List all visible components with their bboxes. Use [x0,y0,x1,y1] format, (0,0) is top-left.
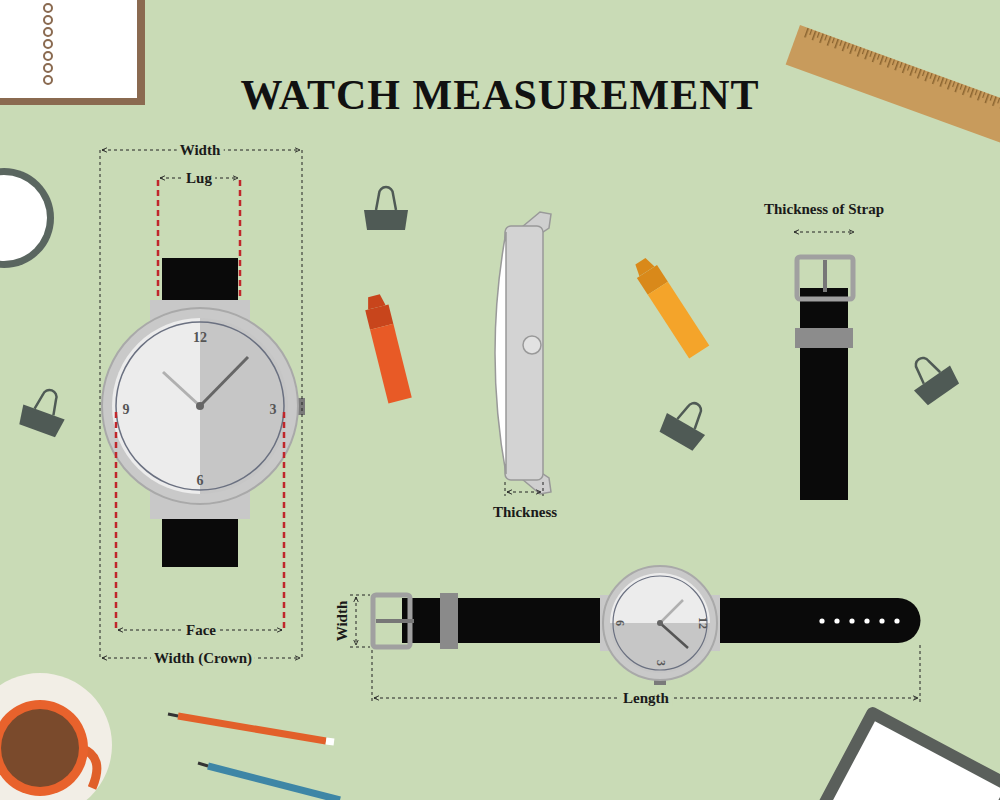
extension-line [302,150,303,660]
highlighter-body [648,282,710,359]
strap-keeper [795,328,853,348]
crown [523,336,541,354]
binder-clip [364,187,408,230]
notebook-ring [44,52,52,60]
notebook-ring [44,40,52,48]
buckle-prong [376,619,414,623]
watch-case-side [505,226,543,480]
extension-line [372,650,373,704]
dial-ring [613,576,707,670]
dial-number: 6 [197,473,204,488]
strap-hole [894,618,899,623]
notebook-cover [0,0,145,105]
face-guide [115,412,118,632]
ruler [786,25,1000,153]
dial-half [610,573,710,623]
strap-hole [834,618,839,623]
mirror-rim [0,168,54,268]
dimension-label: Thickness of Strap [761,201,887,218]
notebook-ring [44,4,52,12]
notebook-ring [44,16,52,24]
watch-case [102,308,298,504]
pencil [178,716,326,741]
extension-line [920,645,921,704]
pencil-tip [168,714,178,716]
cup [0,700,88,796]
dial-number: 6 [612,620,625,626]
dial-number: 12 [193,330,207,345]
buckle [797,257,853,299]
binder-clip [901,347,962,407]
binder-clip [16,383,72,438]
dial-ring [116,322,284,490]
tablet [809,705,1000,800]
pencil-eraser [326,741,334,742]
dimension-line [507,492,541,493]
extension-line [350,647,370,648]
notebook-ring [44,76,52,84]
diagram-title: WATCH MEASUREMENT [240,72,759,118]
dimension-line [794,232,854,233]
dial-half [200,318,288,494]
dial-half [112,318,200,494]
dimension-label: Width [177,142,224,159]
dimension-label: Thickness [490,504,560,521]
extension-line [100,150,101,660]
highlighter-body [370,324,412,404]
minute-hand [200,357,248,406]
dial-number: 12 [695,617,708,629]
dial-number: 3 [653,660,666,666]
extension-line [505,482,506,496]
ruler-scale [802,27,1000,125]
dimension-label: Width [334,598,351,645]
coffee [1,709,79,787]
extension-line [350,595,370,596]
strap-hole [849,618,854,623]
notebook-ring [44,28,52,36]
binder-clip [657,393,717,452]
saucer [0,673,112,800]
dimension-line [356,597,357,645]
notebook-ring [44,64,52,72]
lug-guide [239,180,242,298]
lug-guide [157,180,160,298]
dial-number: 3 [270,402,277,417]
strap-hole [864,618,869,623]
minute-hand [660,623,688,648]
hour-hand [163,372,200,406]
notebook-page [0,0,137,98]
watch-glass [495,232,506,474]
watch-case [603,566,717,680]
buckle-prong [823,260,827,292]
dimension-label: Lug [183,170,215,187]
pencil [208,766,340,800]
dimension-label: Length [620,690,672,707]
pencil-tip [198,763,208,766]
mirror-glass [0,175,47,261]
dimension-label: Width (Crown) [151,650,255,667]
tablet-screen [825,721,1000,800]
strap-hole [879,618,884,623]
strap-hole [819,618,824,623]
hand-pivot [657,620,663,626]
strap [800,288,848,500]
extension-line [543,482,544,496]
dial-half [610,623,710,673]
face-guide [283,412,286,632]
hour-hand [660,600,683,623]
hand-pivot [196,402,204,410]
dial-number: 9 [123,402,130,417]
dimension-label: Face [183,622,219,639]
strap-keeper [440,593,458,649]
